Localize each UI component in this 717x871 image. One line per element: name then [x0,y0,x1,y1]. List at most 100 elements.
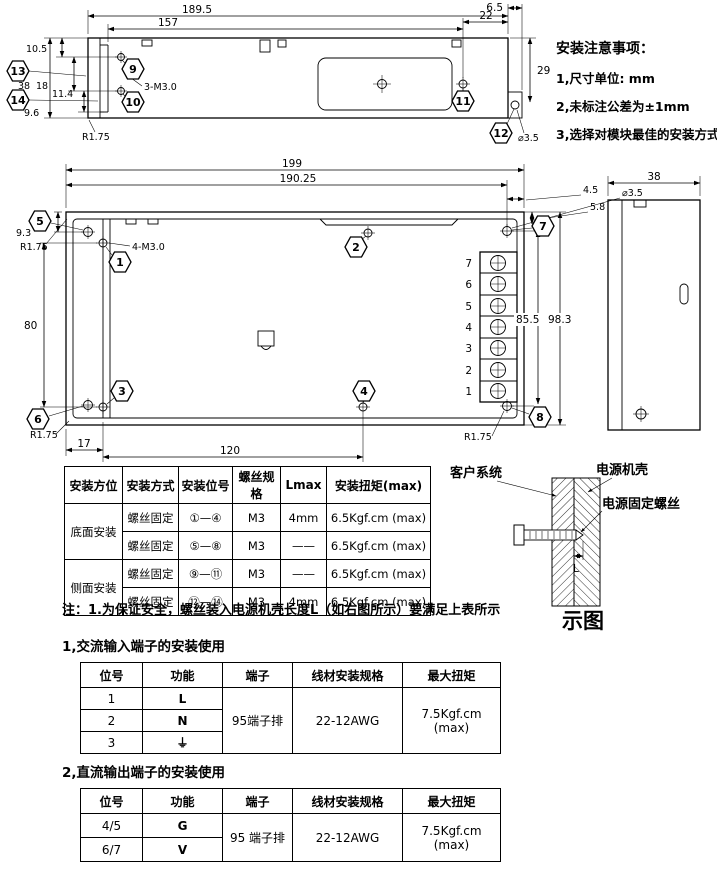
terminal-number: 5 [465,301,472,313]
dim-9-6: 9.6 [24,108,39,119]
radius-label: R1.75 [30,430,58,441]
table-header-row: 安装方位 安装方式 安装位号 螺丝规格 Lmax 安装扭矩(max) [64,466,431,504]
cell-method: 螺丝固定 [122,531,179,560]
th-position: 位号 [80,788,143,814]
cell-method: 螺丝固定 [122,503,179,532]
table-header-row: 位号 功能 端子 线材安装规格 最大扭矩 [80,662,501,688]
cell-function: N [142,709,223,732]
cell-positions: ⑫—⑭ [178,587,233,616]
th-position: 位号 [80,662,143,688]
balloon-8: 8 [536,411,544,424]
install-note-3: 3,选择对模块最佳的安装方式 [556,127,717,142]
cell-position: 6/7 [80,837,143,862]
terminal-number: 1 [465,386,472,398]
table-row: 侧面安装 螺丝固定 ⑨—⑪ M3 —— 6.5Kgf.cm (max) [64,559,431,616]
ac-section-title: 1,交流输入端子的安装使用 [62,639,226,655]
dim-5-8: 5.8 [590,202,605,213]
th-wire-spec: 线材安装规格 [292,662,403,688]
table-row: 4/5 G 95 端子排 22-12AWG 7.5Kgf.cm (max) [80,813,501,862]
dc-terminal-table: 位号 功能 端子 线材安装规格 最大扭矩 4/5 G 95 端子排 22-12A… [80,788,501,862]
safety-note: 注：1.为保证安全，螺丝装入电源机壳长度L（如右图所示）要满足上表所示 [62,603,501,618]
balloon-9: 9 [129,63,137,76]
install-notes-title: 安装注意事项： [556,41,654,57]
cell-torque: 7.5Kgf.cm (max) [402,813,501,862]
ac-terminal-table: 位号 功能 端子 线材安装规格 最大扭矩 1 L 95端子排 22-12AWG … [80,662,501,754]
balloon-11: 11 [455,95,470,108]
label-fixing-screw: 电源固定螺丝 [602,496,680,512]
screw-shaft [523,529,577,541]
cell-wire-spec: 22-12AWG [292,813,403,862]
balloon-1: 1 [116,256,124,269]
terminal-number: 4 [465,322,472,334]
cell-mount-side: 侧面安装 [64,559,123,616]
table-row: 螺丝固定 ⑫—⑭ M3 4mm 6.5Kgf.cm (max) [65,587,431,616]
install-note-1: 1,尺寸单位: mm [556,71,655,86]
balloon-12: 12 [493,127,508,140]
cell-wire-spec: 22-12AWG [292,687,403,754]
balloon-6: 6 [34,413,42,426]
th-mount-side: 安装方位 [64,466,123,504]
thread-label: 4-M3.0 [132,242,165,253]
cell-function: L [142,687,223,710]
balloon-2: 2 [352,241,360,254]
dim-11-4: 11.4 [52,89,73,100]
top-view: 7 6 5 4 3 2 1 199 [16,158,643,462]
install-note-2: 2,未标注公差为±1mm [556,99,690,114]
hole-label: ⌀3.5 [518,133,539,144]
cell-lmax: —— [280,531,327,560]
th-mount-method: 安装方式 [122,466,179,504]
cell-torque: 6.5Kgf.cm (max) [326,531,431,560]
th-terminal: 端子 [222,788,293,814]
cell-spec: M3 [232,559,281,588]
cell-function-ground: ⏚ [142,731,223,754]
hole-label: ⌀3.5 [622,188,643,199]
table-row: 底面安装 螺丝固定 ①—④ M3 4mm 6.5Kgf.cm (max) [64,503,431,560]
table-row: 1 L 95端子排 22-12AWG 7.5Kgf.cm (max) [80,687,501,754]
th-terminal: 端子 [222,662,293,688]
cell-lmax: 4mm [280,587,327,616]
table-row: 螺丝固定 ⑤—⑧ M3 —— 6.5Kgf.cm (max) [65,531,431,560]
balloon-10: 10 [125,96,141,109]
dim-189-5: 189.5 [182,4,212,16]
cell-torque: 6.5Kgf.cm (max) [326,503,431,532]
th-torque: 安装扭矩(max) [326,466,431,504]
dim-38: 38 [18,81,30,92]
cell-spec: M3 [232,587,281,616]
cell-position: 1 [80,687,143,710]
dim-4-5: 4.5 [583,185,598,196]
end-view: 38 [607,171,701,431]
th-function: 功能 [142,662,223,688]
cell-terminal: 95 端子排 [222,813,293,862]
table-header-row: 位号 功能 端子 线材安装规格 最大扭矩 [80,788,501,814]
th-mount-positions: 安装位号 [178,466,233,504]
dim-9-3: 9.3 [16,228,31,239]
th-lmax: Lmax [280,466,327,504]
install-figure: L 客户系统 电源机壳 电源固定螺丝 示图 [450,462,680,633]
dim-190-25: 190.25 [280,173,317,185]
cell-method: 螺丝固定 [122,559,179,588]
screw-head [513,524,525,546]
cell-position: 3 [80,731,143,754]
dim-18: 18 [36,81,48,92]
dim-22: 22 [479,10,492,22]
radius-label: R1.75 [464,432,492,443]
balloon-4: 4 [360,385,368,398]
side-view: 189.5 157 22 6.5 10.5 38 18 11.4 9.6 29 … [6,2,550,144]
label-customer-system: 客户系统 [450,465,502,481]
dim-85-5: 85.5 [516,314,539,326]
table-row: 3 ⏚ [80,731,501,754]
dim-120: 120 [220,445,240,457]
figure-caption: 示图 [562,609,604,633]
cell-position: 2 [80,709,143,732]
thread-label: 3-M3.0 [144,82,177,93]
dim-80: 80 [24,320,37,332]
dim-17: 17 [77,438,90,450]
radius-label: R1.75 [82,132,110,143]
th-function: 功能 [142,788,223,814]
terminal-number: 2 [465,365,472,377]
cell-torque: 7.5Kgf.cm (max) [402,687,501,754]
balloon-14: 14 [10,94,26,107]
dim-157: 157 [158,17,178,29]
cell-positions: ⑤—⑧ [178,531,233,560]
